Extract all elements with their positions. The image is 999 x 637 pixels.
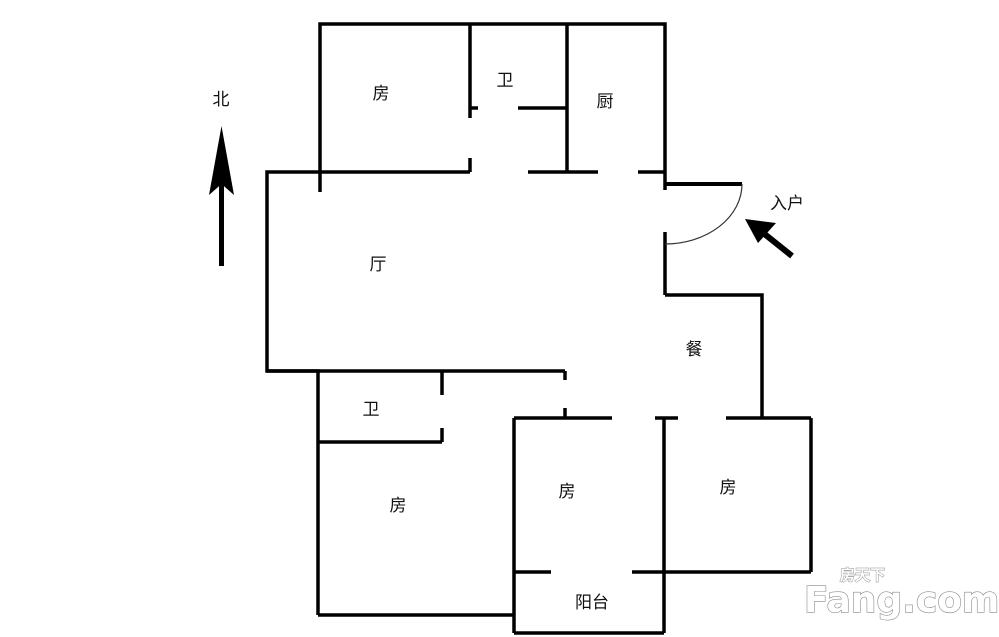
north-label: 北 [213, 90, 230, 110]
north-arrow-shaft [219, 178, 224, 266]
entrance-door [664, 182, 743, 245]
label-bath-bottom: 卫 [363, 400, 380, 420]
label-dining: 餐 [686, 340, 703, 360]
watermark-small-text: 房天下 [840, 566, 885, 584]
label-kitchen: 厨 [597, 92, 614, 112]
label-balcony: 阳台 [575, 593, 609, 613]
watermark-big-text: Fang.com [804, 580, 999, 621]
labels: 北 房 卫 厨 入户 厅 餐 卫 房 房 房 阳台 [213, 71, 805, 613]
label-bath-top: 卫 [497, 71, 514, 91]
label-room-top-left: 房 [373, 84, 390, 104]
entrance-arrow-head [745, 219, 776, 243]
label-entrance: 入户 [770, 194, 804, 214]
label-room-bottom-middle: 房 [559, 482, 576, 502]
watermark-logo: 房天下 Fang.com [803, 566, 999, 622]
north-arrow-head [209, 126, 234, 195]
entrance-arrow-shaft [760, 229, 794, 259]
wall-top-outer [318, 22, 667, 190]
label-room-bottom-left: 房 [390, 496, 407, 516]
wall-dining-east [665, 293, 764, 418]
wall-living-west [265, 170, 320, 373]
label-room-bottom-right: 房 [720, 478, 737, 498]
walls [265, 22, 813, 635]
entrance-arrow [745, 219, 794, 259]
north-arrow [209, 126, 234, 266]
label-living-room: 厅 [370, 255, 387, 275]
door-swing-arc [664, 183, 743, 245]
